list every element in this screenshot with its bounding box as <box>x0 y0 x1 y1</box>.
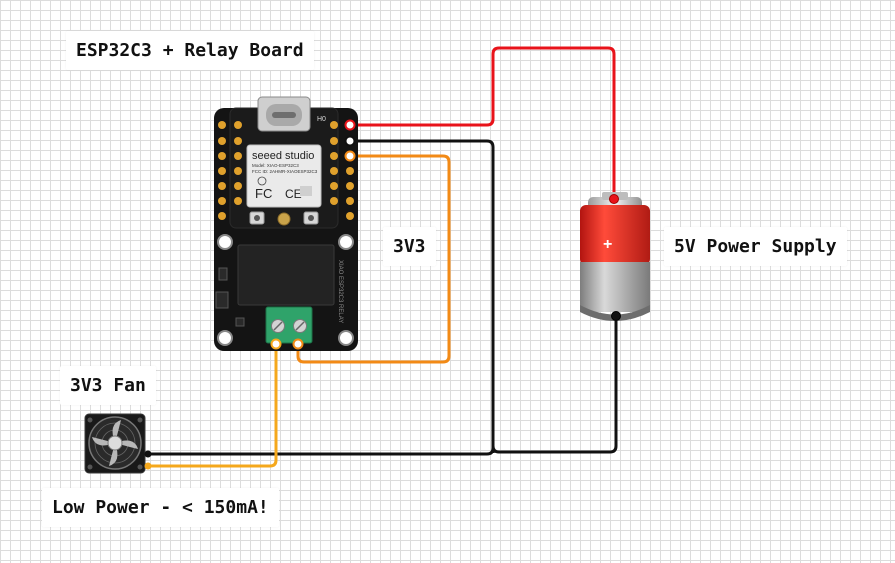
wire-orange-3v3[interactable] <box>296 154 451 364</box>
wire-black-fan-gnd[interactable] <box>148 447 495 456</box>
mount-hole <box>338 234 354 250</box>
wire-black-gnd-board[interactable] <box>350 139 495 453</box>
wire-yellow-fan-power[interactable] <box>148 345 278 468</box>
battery-positive-terminal[interactable] <box>609 194 619 204</box>
mount-hole <box>217 234 233 250</box>
fan-gnd-pin[interactable] <box>144 450 152 458</box>
pin-gnd[interactable] <box>344 135 356 147</box>
fan-vcc-pin[interactable] <box>144 462 152 470</box>
left-pin-header <box>218 121 242 220</box>
power-note-label: Low Power - < 150mA! <box>42 488 279 527</box>
module-model: Model: XIAO-ESP32C3 <box>252 163 299 168</box>
terminal-pin-1[interactable] <box>270 338 282 350</box>
battery-icon[interactable]: + <box>580 192 650 321</box>
fan-label: 3V3 Fan <box>60 366 156 405</box>
pin-h-label: H0 <box>317 116 326 123</box>
pcb-silkscreen: XIAO ESP32C3 RELAY <box>337 260 343 323</box>
module-shield: seeed studio Model: XIAO-ESP32C3 FCC ID:… <box>246 144 322 208</box>
terminal-pin-2[interactable] <box>292 338 304 350</box>
pin-5v[interactable] <box>344 119 356 131</box>
power-supply-label: 5V Power Supply <box>664 227 847 266</box>
3v3-label: 3V3 <box>383 227 436 266</box>
pin-3v3[interactable] <box>344 150 356 162</box>
ce-mark: CE <box>285 187 302 201</box>
wire-red-5v[interactable] <box>350 46 616 198</box>
right-pin-header <box>330 121 354 220</box>
esp32c3-relay-board[interactable]: H0 seeed studio Model: XIAO-ESP32C3 FCC … <box>214 96 358 351</box>
battery-negative-terminal[interactable] <box>611 311 621 321</box>
wire-black-gnd-battery[interactable] <box>491 316 618 454</box>
fan-icon[interactable] <box>84 413 146 474</box>
brand-label: seeed studio <box>252 150 314 162</box>
mount-hole <box>217 330 233 346</box>
fcc-mark: FC <box>255 186 272 201</box>
antenna-pad <box>277 212 291 226</box>
usb-c-icon <box>257 96 311 132</box>
relay <box>237 244 335 306</box>
screw-terminal[interactable] <box>265 306 313 344</box>
module-fcc-id: FCC ID: 2AHMR-XIAOESP32C3 <box>252 169 318 174</box>
mount-hole <box>338 330 354 346</box>
board-label: ESP32C3 + Relay Board <box>66 31 314 70</box>
battery-plus-label: + <box>603 236 612 253</box>
